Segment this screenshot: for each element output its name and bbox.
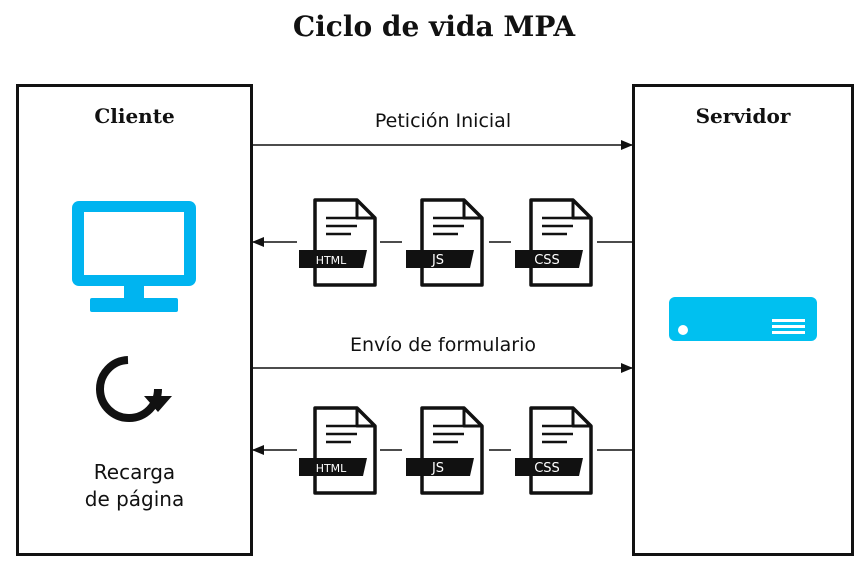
file-label: HTML xyxy=(316,462,347,475)
initial-request-label: Petición Inicial xyxy=(374,110,512,132)
file-icon: CSS xyxy=(515,198,593,287)
server-title: Servidor xyxy=(695,104,791,128)
reload-label: Recarga de página xyxy=(19,459,250,513)
file-icon: HTML xyxy=(299,198,377,287)
client-title: Cliente xyxy=(94,104,175,128)
file-icon: CSS xyxy=(515,406,593,495)
response-files-row-2: HTML JS CSS xyxy=(299,406,593,495)
file-icon: HTML xyxy=(299,406,377,495)
diagram-title: Ciclo de vida MPA xyxy=(292,10,576,43)
reload-label-line2: de página xyxy=(84,487,185,511)
response-files-row-1: HTML JS CSS xyxy=(299,198,593,287)
file-label: HTML xyxy=(316,254,347,267)
server-icon xyxy=(669,297,817,341)
reload-label-line1: Recarga xyxy=(93,460,176,484)
file-label: JS xyxy=(431,461,444,476)
form-submission-label: Envío de formulario xyxy=(349,334,536,356)
reload-icon xyxy=(96,356,172,422)
monitor-icon xyxy=(72,201,196,312)
file-label: JS xyxy=(431,253,444,268)
file-icon: JS xyxy=(406,406,484,495)
file-label: CSS xyxy=(534,461,560,476)
file-label: CSS xyxy=(534,253,560,268)
client-box: Cliente Recarga de página xyxy=(16,84,253,556)
file-icon: JS xyxy=(406,198,484,287)
